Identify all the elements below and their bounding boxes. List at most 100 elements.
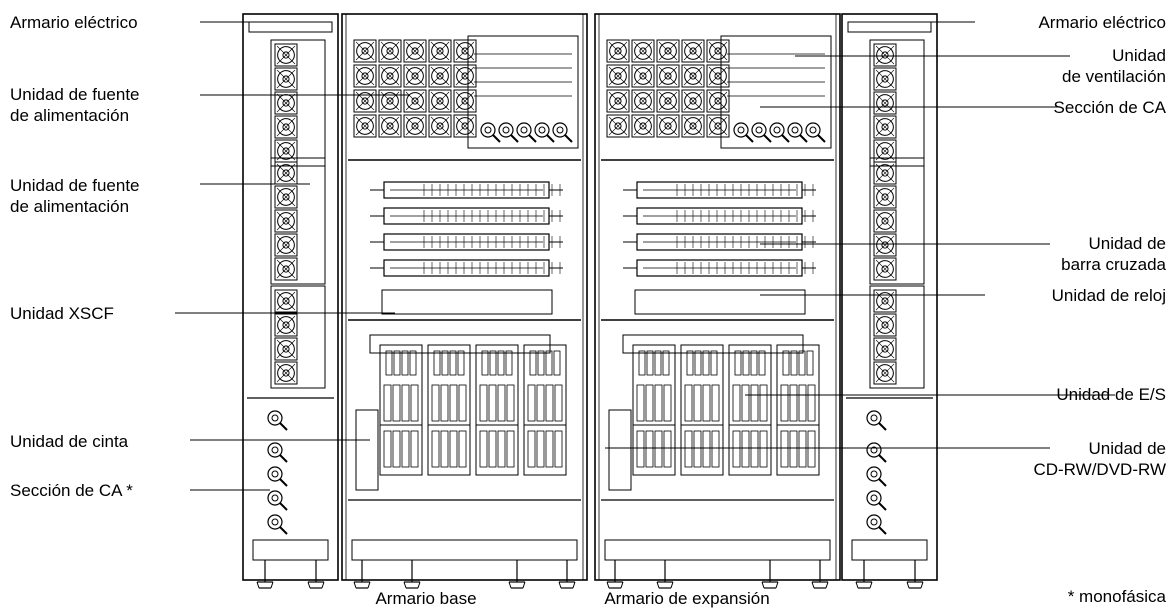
power-cabinet-left-psu1-fan-1-ring xyxy=(277,70,295,88)
base-cabinet-fans-1-1-x2 xyxy=(380,66,400,86)
base-cabinet-fans-2-1-hub xyxy=(386,97,394,105)
expansion-cabinet-fans-3-0-hub xyxy=(614,122,622,130)
expansion-cabinet-fans-2-4 xyxy=(706,89,730,113)
label-cdrw-unit: Unidad de CD-RW/DVD-RW xyxy=(1033,439,1166,479)
base-cabinet-fans-1-0 xyxy=(353,64,377,88)
expansion-cabinet-fans-0-4-ring xyxy=(709,42,727,60)
base-cabinet-fans-2-2-hub xyxy=(411,97,419,105)
expansion-cabinet-fans-1-0-ring xyxy=(609,67,627,85)
base-cabinet-fans-0-3-hub xyxy=(436,47,444,55)
power-cabinet-right-psu3-fan-2-hub xyxy=(881,345,889,353)
expansion-cabinet-fans-1-4-x2 xyxy=(708,66,728,86)
expansion-cabinet-fans-0-0-ring xyxy=(609,42,627,60)
power-cabinet-right-ac0-plug-0 xyxy=(866,410,882,426)
power-cabinet-left-psu3-fan-1-hub xyxy=(282,321,290,329)
base-cabinet-fans-0-0-hub xyxy=(361,47,369,55)
power-cabinet-right-psu1-fan-1 xyxy=(873,67,897,91)
base-cabinet-ac-cable-3 xyxy=(546,134,555,143)
power-cabinet-right-psu3-fan-3-hub xyxy=(881,369,889,377)
expansion-cabinet-fans-0-1-x2 xyxy=(633,41,653,61)
expansion-cabinet-base xyxy=(604,539,831,561)
expansion-cabinet-fans-2-1 xyxy=(631,89,655,113)
expansion-cabinet-ac-plugc-4 xyxy=(809,126,817,134)
base-cabinet-io-card-1-0 xyxy=(433,350,441,376)
expansion-cabinet-io-slotB-0-1 xyxy=(645,430,654,468)
power-cabinet-left-ac0-plug-0 xyxy=(267,410,283,426)
base-cabinet-ac-area xyxy=(467,35,579,149)
expansion-cabinet-fans-0-0-hub xyxy=(614,47,622,55)
power-cabinet-left-base xyxy=(252,539,329,561)
expansion-cabinet-io-slotA-0-2 xyxy=(654,384,663,422)
expansion-cabinet-fr-3 xyxy=(825,581,829,589)
power-cabinet-right-psu3-fan-2-ring xyxy=(876,340,894,358)
base-cabinet-fans-2-1-ring xyxy=(381,92,399,110)
base-cabinet-fans-0-2-x2 xyxy=(405,41,425,61)
base-cabinet-ac-plugc-3 xyxy=(538,126,546,134)
base-cabinet-ac-plug-2 xyxy=(516,122,532,138)
base-cabinet-fans-0-4 xyxy=(453,39,477,63)
power-cabinet-left-psu1-fan-2-hub xyxy=(282,99,290,107)
power-cabinet-right-ac4-cable-0 xyxy=(878,526,887,535)
expansion-cabinet-fans-1-0 xyxy=(606,64,630,88)
base-cabinet-fans-1-0-ring xyxy=(356,67,374,85)
base-cabinet-io-col-2 xyxy=(475,344,519,476)
expansion-cabinet-io-slotB-3-1 xyxy=(789,430,798,468)
base-cabinet-fans-0-1-hub xyxy=(386,47,394,55)
base-cabinet-ac-plugc-2 xyxy=(520,126,528,134)
base-cabinet-fans-1-0-hub xyxy=(361,72,369,80)
power-cabinet-left-psu2-fan-3-x2 xyxy=(276,235,296,255)
power-cabinet-left-psu3-fan-1 xyxy=(274,313,298,337)
power-cabinet-left-psu2-fan-0-ring xyxy=(277,164,295,182)
expansion-cabinet-io-card-1-1 xyxy=(694,350,702,376)
expansion-cabinet-io-slotB-0-2 xyxy=(654,430,663,468)
expansion-cabinet-fans-1-2-x2 xyxy=(658,66,678,86)
base-cabinet-clock xyxy=(381,289,553,315)
expansion-cabinet-io-slotB-3-3 xyxy=(807,430,816,468)
base-cabinet-io-card-2-3 xyxy=(505,350,513,376)
power-cabinet-left-ac2-plug-0 xyxy=(267,466,283,482)
base-cabinet-io-slotB-2-0 xyxy=(479,430,488,468)
power-cabinet-left-ac3-cable-0 xyxy=(279,502,288,511)
power-cabinet-right-psu1-fan-2-hub xyxy=(881,99,889,107)
expansion-cabinet-fans-2-3-ring xyxy=(684,92,702,110)
power-cabinet-right-psu3-fan-3-x2 xyxy=(875,363,895,383)
expansion-cabinet-fans-1-3-x2 xyxy=(683,66,703,86)
base-cabinet-fans-3-1-hub xyxy=(386,122,394,130)
power-cabinet-right-psu1-fan-0-ring xyxy=(876,46,894,64)
base-cabinet-io-slotB-1-3 xyxy=(458,430,467,468)
base-cabinet-fans-3-1 xyxy=(378,114,402,138)
base-cabinet-handle xyxy=(369,334,551,354)
expansion-cabinet-fans-1-1 xyxy=(631,64,655,88)
power-cabinet-left-psu3-fan-2-x2 xyxy=(276,339,296,359)
power-cabinet-left-psu2-fan-3-hub xyxy=(282,241,290,249)
power-cabinet-left-psu3-fan-1-x2 xyxy=(276,315,296,335)
expansion-cabinet-io-card-3-2 xyxy=(798,350,806,376)
base-cabinet-fans-0-0-x2 xyxy=(355,41,375,61)
base-cabinet-fl-3 xyxy=(558,581,562,589)
expansion-cabinet-fl-0 xyxy=(606,581,610,589)
power-cabinet-right-psu1-fan-0 xyxy=(873,43,897,67)
power-cabinet-right-ac0-plugc-0 xyxy=(870,414,878,422)
base-cabinet-io-slotB-2-3 xyxy=(506,430,515,468)
expansion-cabinet-fans-3-0-ring xyxy=(609,117,627,135)
expansion-cabinet-io-slotA-2-2 xyxy=(750,384,759,422)
power-cabinet-right-ac3-cable-0 xyxy=(878,502,887,511)
base-cabinet-fans-2-2-ring xyxy=(406,92,424,110)
base-cabinet-io-slotA-1-3 xyxy=(458,384,467,422)
power-cabinet-right-psu3-fan-1 xyxy=(873,313,897,337)
power-cabinet-left-ac2-plugc-0 xyxy=(271,470,279,478)
power-cabinet-right-psu2-fan-1-hub xyxy=(881,193,889,201)
expansion-cabinet-fans-0-1-hub xyxy=(639,47,647,55)
power-cabinet-left-psu1-fan-3-ring xyxy=(277,118,295,136)
expansion-cabinet-fans-0-4-x2 xyxy=(708,41,728,61)
base-cabinet-io-card-2-1 xyxy=(489,350,497,376)
expansion-cabinet-fans-3-2 xyxy=(656,114,680,138)
power-cabinet-right-psu2-fan-4-x2 xyxy=(875,259,895,279)
base-cabinet-fans-2-3-ring xyxy=(431,92,449,110)
expansion-cabinet-ac-plugc-2 xyxy=(773,126,781,134)
base-cabinet-io-card-3-3 xyxy=(553,350,561,376)
base-cabinet-fans-0-3-x2 xyxy=(430,41,450,61)
base-cabinet-io-card-3-2 xyxy=(545,350,553,376)
base-cabinet-io-slotB-3-2 xyxy=(545,430,554,468)
power-cabinet-left-psu3-fan-3 xyxy=(274,361,298,385)
